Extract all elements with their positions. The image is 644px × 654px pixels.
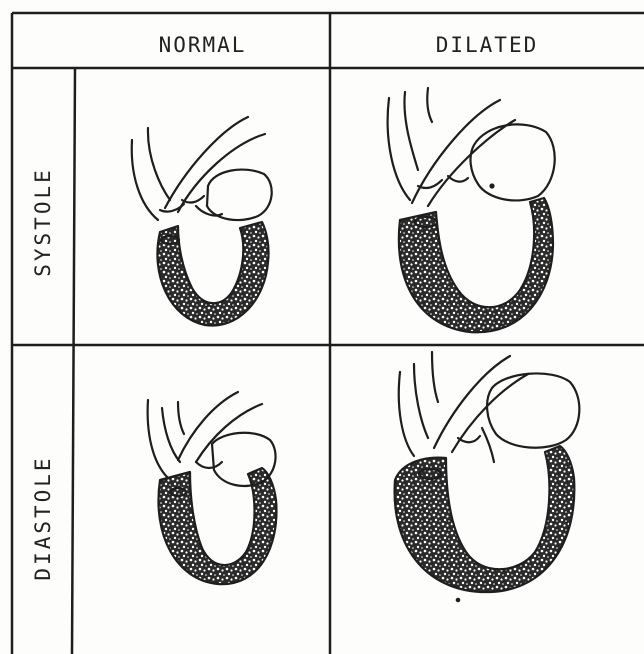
heart-dilated-diastole-icon [395, 352, 580, 601]
row-header-systole: SYSTOLE [31, 167, 55, 277]
column-header-normal: NORMAL [75, 28, 330, 62]
column-header-dilated: DILATED [330, 28, 644, 62]
row-header-diastole: DIASTOLE [31, 455, 55, 580]
row-header-divider-line [72, 68, 75, 654]
heart-normal-systole-icon [132, 117, 272, 326]
heart-dilated-systole-icon [388, 88, 555, 332]
heart-normal-diastole-icon [148, 392, 277, 584]
